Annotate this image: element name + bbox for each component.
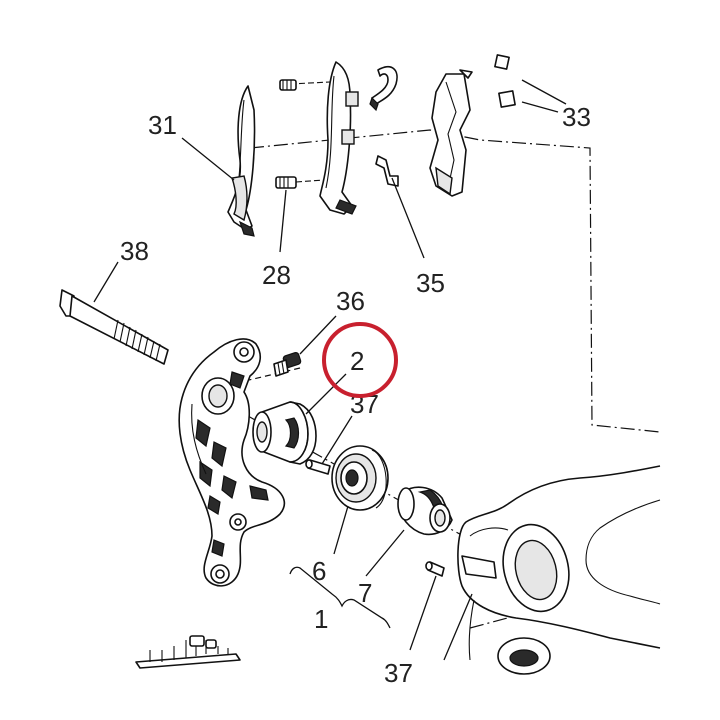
- highlight-ring: [322, 322, 398, 398]
- pad-pin-lower: [275, 176, 325, 189]
- callout-7: 7: [358, 578, 372, 608]
- shim-squares-33: [494, 54, 516, 108]
- callout-1: 1: [314, 604, 328, 634]
- centerline-top: [249, 129, 661, 433]
- seal-6: [331, 445, 389, 511]
- centerline-screw: [231, 367, 301, 385]
- bushing-7: [397, 486, 453, 536]
- caliper-bracket: [178, 338, 286, 587]
- pin-37-upper: [305, 459, 331, 475]
- brake-pad-middle: [319, 61, 359, 215]
- callout-2: 2: [350, 346, 364, 376]
- pad-pin-upper: [279, 79, 331, 91]
- callout-38: 38: [120, 236, 149, 266]
- bracket-ribbing: [195, 371, 269, 557]
- spring-clip-35: [375, 155, 399, 187]
- callout-36: 36: [336, 286, 365, 316]
- callout-28: 28: [262, 260, 291, 290]
- leader-lines: [93, 79, 567, 661]
- swing-arm: [457, 465, 661, 661]
- brake-pad-left: [227, 85, 256, 237]
- pad-tab-upper: [345, 91, 359, 107]
- retaining-clip-top: [369, 66, 398, 112]
- shim-upper: [494, 54, 510, 70]
- callout-33: 33: [562, 102, 591, 132]
- bolt-thread: [113, 319, 161, 362]
- callout-35: 35: [416, 268, 445, 298]
- pad-tab-lower: [341, 129, 355, 145]
- partial-part-bottom-right: [497, 637, 551, 675]
- callout-31: 31: [148, 110, 177, 140]
- axle-bolt-38: [59, 289, 169, 365]
- screw-36: [273, 352, 302, 377]
- pin-37-lower: [425, 561, 445, 577]
- callout-37-lower: 37: [384, 658, 413, 688]
- group-bracket-1: [289, 566, 391, 629]
- callout-6: 6: [312, 556, 326, 586]
- brake-pad-right: [429, 69, 473, 197]
- shim-lower: [498, 90, 516, 108]
- swing-arm-tab: [461, 555, 497, 579]
- callout-numbers: 31 33 28 35 38 36 2 37 6 7 1 37: [120, 102, 591, 688]
- partial-part-bottom-left: [135, 635, 241, 669]
- bushing-2: [252, 401, 317, 465]
